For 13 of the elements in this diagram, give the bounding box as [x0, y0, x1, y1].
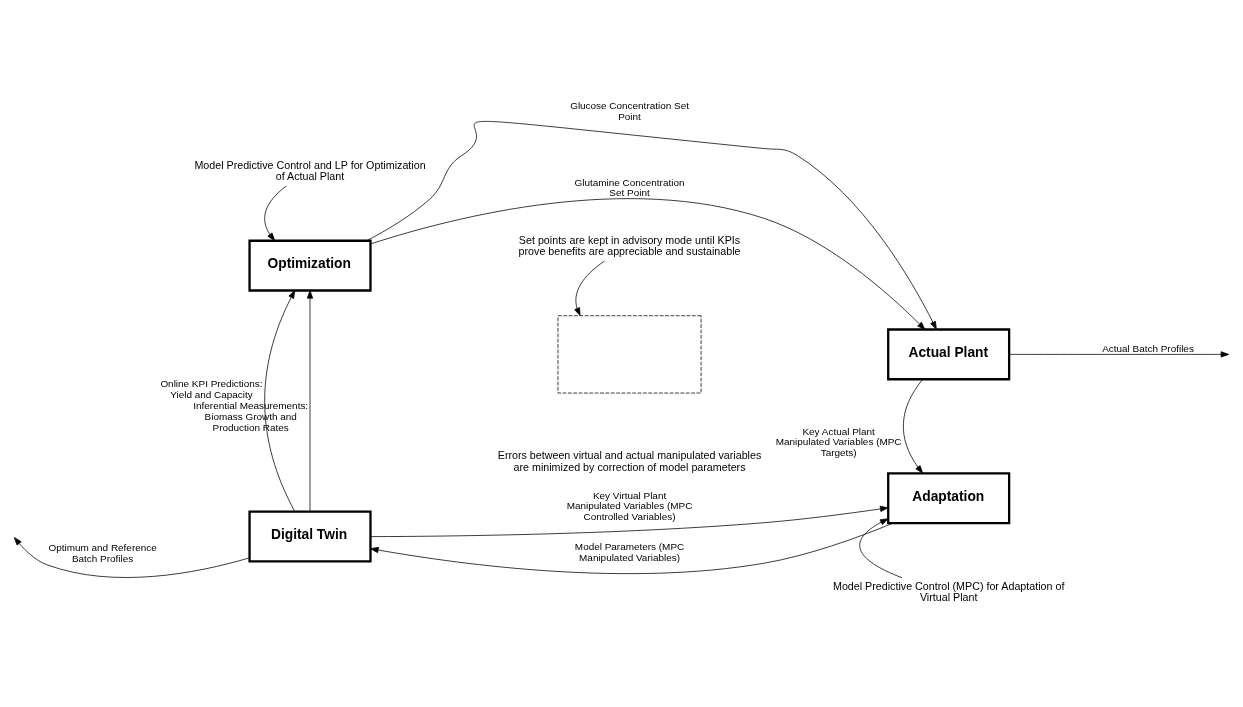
node-text: Set points are kept in advisory mode until KPIs prove benefits are appreciable and sustainable	[518, 233, 741, 257]
edge-label: Actual Batch Profiles	[1102, 342, 1194, 354]
edge-label: Optimum and Reference Batch Profiles	[48, 541, 157, 564]
node-text: Model Predictive Control and LP for Optimization of Actual Plant	[194, 158, 426, 182]
edge-label: Inferential Measurements: Biomass Growth and Production Rates	[193, 399, 309, 433]
edge-label: Glutamine Concentration Set Point	[574, 176, 685, 198]
edge-label: Model Parameters (MPC Manipulated Variables)	[574, 540, 685, 563]
node-text: Model Predictive Control (MPC) for Adaptation of Virtual Plant	[832, 578, 1065, 603]
edge-label: Key Actual Plant Manipulated Variables (MPC Targets)	[775, 425, 902, 458]
label: Errors between virtual and actual manipulated variables are minimized by correction of model parameters	[497, 448, 762, 473]
edge-label: Online KPI Predictions: Yield and Capacity	[160, 377, 263, 400]
edge-label: Key Virtual Plant Manipulated Variables (MPC Controlled Variables)	[566, 489, 693, 522]
edge-label: Glucose Concentration Set Point	[570, 99, 689, 122]
